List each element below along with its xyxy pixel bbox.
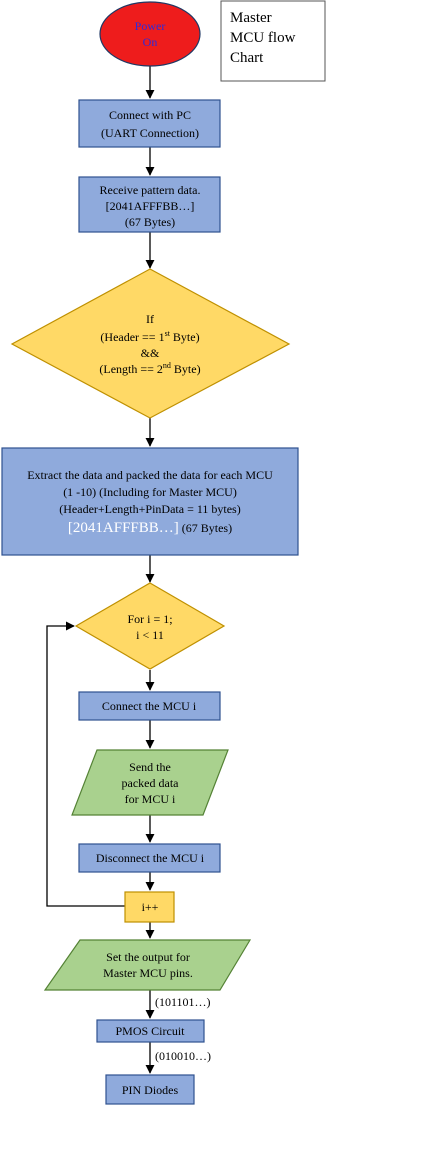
receive-line-2: [2041AFFFBB…]: [106, 199, 195, 213]
decision-line-1: If: [146, 312, 154, 326]
loop-line-1: For i = 1;: [127, 612, 172, 626]
pin-diodes-node: PIN Diodes: [105, 1074, 195, 1105]
edge-loop-back: [46, 621, 125, 907]
set-output-line-1: Set the output for: [106, 950, 190, 964]
power-on-line-1: Power: [135, 19, 166, 33]
increment-node: i++: [124, 891, 175, 923]
title-line-2: MCU flow: [230, 30, 296, 46]
decision-line-2: (Header == 1st Byte): [100, 329, 199, 344]
receive-line-1: Receive pattern data.: [100, 183, 201, 197]
extract-line-4: [2041AFFFBB…] (67 Bytes): [68, 520, 232, 536]
disconnect-node: Disconnect the MCU i: [78, 843, 221, 873]
disconnect-label: Disconnect the MCU i: [96, 851, 205, 865]
increment-label: i++: [142, 900, 159, 914]
receive-line-3: (67 Bytes): [125, 215, 175, 229]
extract-line-3: (Header+Length+PinData = 11 bytes): [59, 502, 240, 516]
header-decision-node: If (Header == 1st Byte) && (Length == 2n…: [10, 268, 291, 419]
edge-label-diodes: (010010…): [155, 1049, 211, 1063]
title-box: Master MCU flow Chart: [220, 0, 326, 82]
connect-pc-line-2: (UART Connection): [101, 126, 199, 140]
extract-line-1: Extract the data and packed the data for…: [27, 468, 273, 482]
power-on-line-2: On: [143, 35, 158, 49]
receive-node: Receive pattern data. [2041AFFFBB…] (67 …: [78, 176, 221, 233]
title-line-1: Master: [230, 10, 272, 26]
pin-diodes-label: PIN Diodes: [122, 1083, 179, 1097]
send-line-3: for MCU i: [125, 792, 176, 806]
edge-label-pmos: (101101…): [155, 995, 211, 1009]
pmos-label: PMOS Circuit: [115, 1024, 185, 1038]
decision-line-4: (Length == 2nd Byte): [99, 361, 200, 376]
connect-mcu-label: Connect the MCU i: [102, 699, 197, 713]
send-node: Send the packed data for MCU i: [71, 749, 229, 816]
connect-pc-line-1: Connect with PC: [109, 108, 191, 122]
set-output-node: Set the output for Master MCU pins.: [43, 939, 252, 991]
decision-line-3: &&: [141, 346, 160, 360]
extract-node: Extract the data and packed the data for…: [1, 447, 299, 556]
send-line-2: packed data: [122, 776, 180, 790]
loop-line-2: i < 11: [136, 628, 164, 642]
send-line-1: Send the: [129, 760, 171, 774]
connectors: [46, 66, 155, 1074]
set-output-line-2: Master MCU pins.: [103, 966, 193, 980]
pmos-node: PMOS Circuit: [96, 1019, 205, 1043]
loop-decision-node: For i = 1; i < 11: [74, 582, 226, 670]
extract-line-2: (1 -10) (Including for Master MCU): [63, 485, 237, 499]
connect-pc-node: Connect with PC (UART Connection): [78, 99, 221, 148]
connect-mcu-node: Connect the MCU i: [78, 691, 221, 721]
title-line-3: Chart: [230, 50, 264, 66]
power-on-node: Power On: [99, 1, 201, 67]
